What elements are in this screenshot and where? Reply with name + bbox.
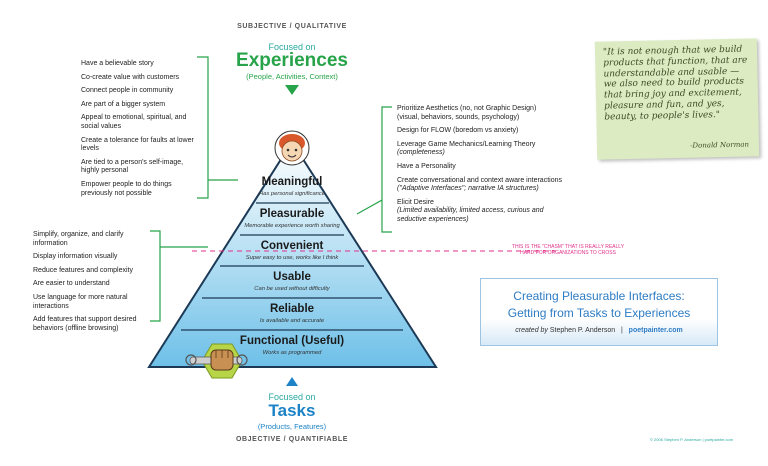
level-convenient-title: Convenient — [260, 240, 324, 252]
author-name: Stephen P. Anderson — [549, 327, 616, 334]
list-item: Empower people to do things previously n… — [81, 180, 172, 197]
tasks-title: Tasks — [268, 401, 316, 420]
level-convenient-sub: Super easy to use, works like I think — [245, 255, 339, 261]
subjective-label: SUBJECTIVE / QUALITATIVE — [237, 23, 347, 30]
pyramid-shape — [147, 140, 438, 368]
list-item: Prioritize Aesthetics (no, not Graphic D… — [397, 105, 563, 122]
level-pleasurable-title: Pleasurable — [259, 208, 325, 220]
experiences-subtitle: (People, Activities, Context) — [246, 72, 338, 81]
list-item: Leverage Game Mechanics/Learning Theory(… — [397, 141, 563, 158]
left-bottom-bracket — [150, 230, 161, 322]
right-bracket — [381, 106, 392, 233]
list-item-main: Leverage Game Mechanics/Learning Theory — [397, 140, 536, 148]
list-item: Are part of a bigger system — [81, 100, 166, 108]
list-item: Have a Personality — [397, 163, 563, 172]
list-item-sub: (completeness) — [397, 149, 445, 157]
quote-line: beauty, to people's lives." — [604, 109, 721, 123]
list-item: Design for FLOW (boredom vs anxiety) — [397, 127, 563, 136]
experiences-title: Experiences — [236, 50, 348, 71]
created-by-label: created by — [515, 327, 548, 334]
level-functional-title: Functional (Useful) — [239, 335, 345, 347]
level-reliable-sub: Is available and accurate — [259, 318, 325, 324]
title-line-2: Getting from Tasks to Experiences — [507, 306, 691, 320]
fist-wrench-icon — [185, 343, 248, 379]
credit-line: created by Stephen P. Anderson | poetpai… — [481, 327, 717, 334]
list-item-sub: ("Adaptive Interfaces"; narrative IA str… — [397, 185, 539, 193]
list-item: Create conversational and context aware … — [397, 177, 563, 194]
list-item: Appeal to emotional, spiritual, and soci… — [81, 114, 187, 130]
list-item-main: Prioritize Aesthetics (no, not Graphic D… — [397, 105, 537, 112]
list-item: Elicit Desire(Limited availability, limi… — [397, 199, 563, 225]
list-item: Reduce features and complexity — [33, 266, 133, 274]
list-item: Simplify, organize, and clarify informat… — [33, 231, 124, 247]
chasm-note: THIS IS THE "CHASM" THAT IS REALLY REALL… — [511, 244, 625, 256]
level-usable-title: Usable — [273, 271, 311, 283]
tasks-focused-on: Focused on — [268, 392, 316, 402]
list-item-main: Elicit Desire — [397, 198, 434, 206]
title-card: Creating Pleasurable Interfaces: Getting… — [480, 278, 718, 346]
list-item: Use language for more natural interactio… — [33, 293, 128, 310]
tasks-subtitle: (Products, Features) — [257, 422, 327, 431]
pleasurable-tactics-list: Prioritize Aesthetics (no, not Graphic D… — [397, 105, 563, 230]
list-item: Are easier to understand — [33, 280, 110, 288]
tasks-arrow-icon — [286, 377, 298, 386]
level-meaningful-sub: Has personal significance — [258, 191, 326, 197]
copyright-note: © 2006 Stephen P. Anderson | poetpainter… — [650, 437, 734, 442]
list-item: Co-create value with customers — [81, 73, 180, 81]
experiences-focused-on: Focused on — [268, 42, 316, 52]
quote-card: "It is not enough that we build products… — [594, 38, 760, 160]
list-item: Add features that support desired behavi… — [33, 316, 137, 332]
separator: | — [621, 327, 623, 334]
list-item: Display information visually — [33, 253, 118, 261]
list-item: Have a believable story — [81, 60, 154, 67]
experiences-arrow-icon — [285, 85, 299, 95]
list-item: Connect people in community — [81, 87, 174, 95]
level-reliable-title: Reliable — [269, 303, 315, 315]
left-top-bracket — [197, 56, 209, 199]
quote-text: "It is not enough that we build products… — [595, 38, 759, 123]
level-pleasurable-sub: Memorable experience worth sharing — [244, 223, 340, 229]
experience-traits-list: Have a believable story Co-create value … — [81, 60, 203, 203]
list-item-sub: (visual, behaviors, sounds, psychology) — [397, 113, 520, 121]
list-item: Create a tolerance for faults at lower l… — [81, 136, 194, 153]
list-item-main: Design for FLOW (boredom vs anxiety) — [397, 127, 519, 135]
level-meaningful-title: Meaningful — [261, 176, 323, 188]
quote-author: -Donald Norman — [690, 140, 750, 150]
list-item-main: Create conversational and context aware … — [397, 176, 562, 184]
smiling-girl-icon — [274, 130, 310, 166]
list-item-main: Have a Personality — [397, 162, 456, 170]
task-traits-list: Simplify, organize, and clarify informat… — [33, 231, 155, 338]
site-link[interactable]: poetpainter.com — [628, 327, 683, 334]
objective-label: OBJECTIVE / QUANTIFIABLE — [235, 436, 349, 443]
level-functional-sub: Works as programmed — [262, 350, 322, 356]
title-line-1: Creating Pleasurable Interfaces: — [513, 289, 685, 303]
list-item: Are tied to a person's self-image, highl… — [81, 158, 184, 175]
list-item-sub: (Limited availability, limited access, c… — [397, 207, 544, 223]
level-usable-sub: Can be used without difficulty — [254, 286, 330, 292]
